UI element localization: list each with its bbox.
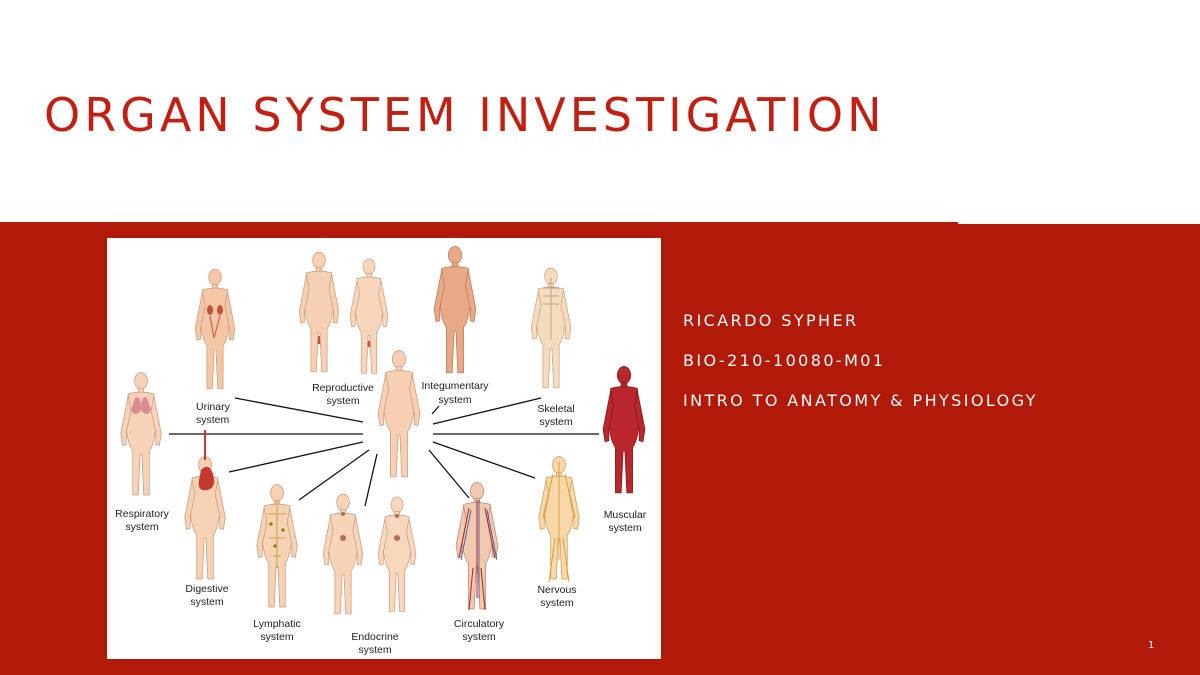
digestive-label-2: system bbox=[190, 596, 224, 608]
course-code: BIO-210-10080-M01 bbox=[683, 351, 886, 370]
circulatory-label-2: system bbox=[462, 631, 496, 643]
urinary-label-2: system bbox=[196, 414, 230, 426]
muscular-label-2: system bbox=[608, 522, 642, 534]
integumentary-label-1: Integumentary bbox=[421, 380, 489, 392]
band-edge-highlight bbox=[958, 222, 1200, 224]
lymphatic-label-1: Lymphatic bbox=[253, 618, 300, 630]
integumentary-label-2: system bbox=[438, 394, 472, 406]
presenter-name: RICARDO SYPHER bbox=[683, 311, 859, 330]
integumentary-body bbox=[433, 246, 477, 374]
nervous-label-1: Nervous bbox=[537, 584, 576, 596]
urinary-body bbox=[194, 268, 236, 390]
course-title: INTRO TO ANATOMY & PHYSIOLOGY bbox=[683, 391, 1038, 410]
presenter-info: RICARDO SYPHER BIO-210-10080-M01 INTRO T… bbox=[683, 310, 1038, 430]
organ-systems-illustration: Urinary system Reproductive system Integ… bbox=[115, 246, 647, 656]
skeletal-label-1: Skeletal bbox=[537, 403, 574, 415]
circulatory-label-1: Circulatory bbox=[454, 618, 505, 630]
reproductive-label-2: system bbox=[326, 395, 360, 407]
nervous-label-2: system bbox=[540, 597, 574, 609]
urinary-label-1: Urinary bbox=[196, 401, 231, 413]
connector-lines bbox=[169, 397, 599, 507]
muscular-label-1: Muscular bbox=[604, 509, 647, 521]
endocrine-label-2: system bbox=[358, 644, 392, 656]
lymphatic-label-2: system bbox=[260, 631, 294, 643]
organ-systems-figure: Urinary system Reproductive system Integ… bbox=[107, 238, 661, 659]
respiratory-body bbox=[120, 372, 162, 496]
respiratory-label-1: Respiratory bbox=[115, 508, 169, 520]
slide-title: ORGAN SYSTEM INVESTIGATION bbox=[44, 88, 886, 142]
reproductive-male-body bbox=[298, 251, 340, 373]
endocrine-label-1: Endocrine bbox=[351, 631, 398, 643]
organ-details bbox=[131, 278, 576, 611]
muscular-body bbox=[602, 366, 646, 494]
page-number: 1 bbox=[1148, 640, 1155, 651]
skeletal-label-2: system bbox=[539, 416, 573, 428]
respiratory-label-2: system bbox=[125, 521, 159, 533]
system-labels: Urinary system Reproductive system Integ… bbox=[115, 380, 647, 656]
body-figures bbox=[120, 246, 646, 615]
center-body bbox=[377, 350, 421, 478]
reproductive-female-body bbox=[349, 258, 389, 374]
reproductive-label-1: Reproductive bbox=[312, 382, 374, 394]
digestive-label-1: Digestive bbox=[185, 583, 228, 595]
